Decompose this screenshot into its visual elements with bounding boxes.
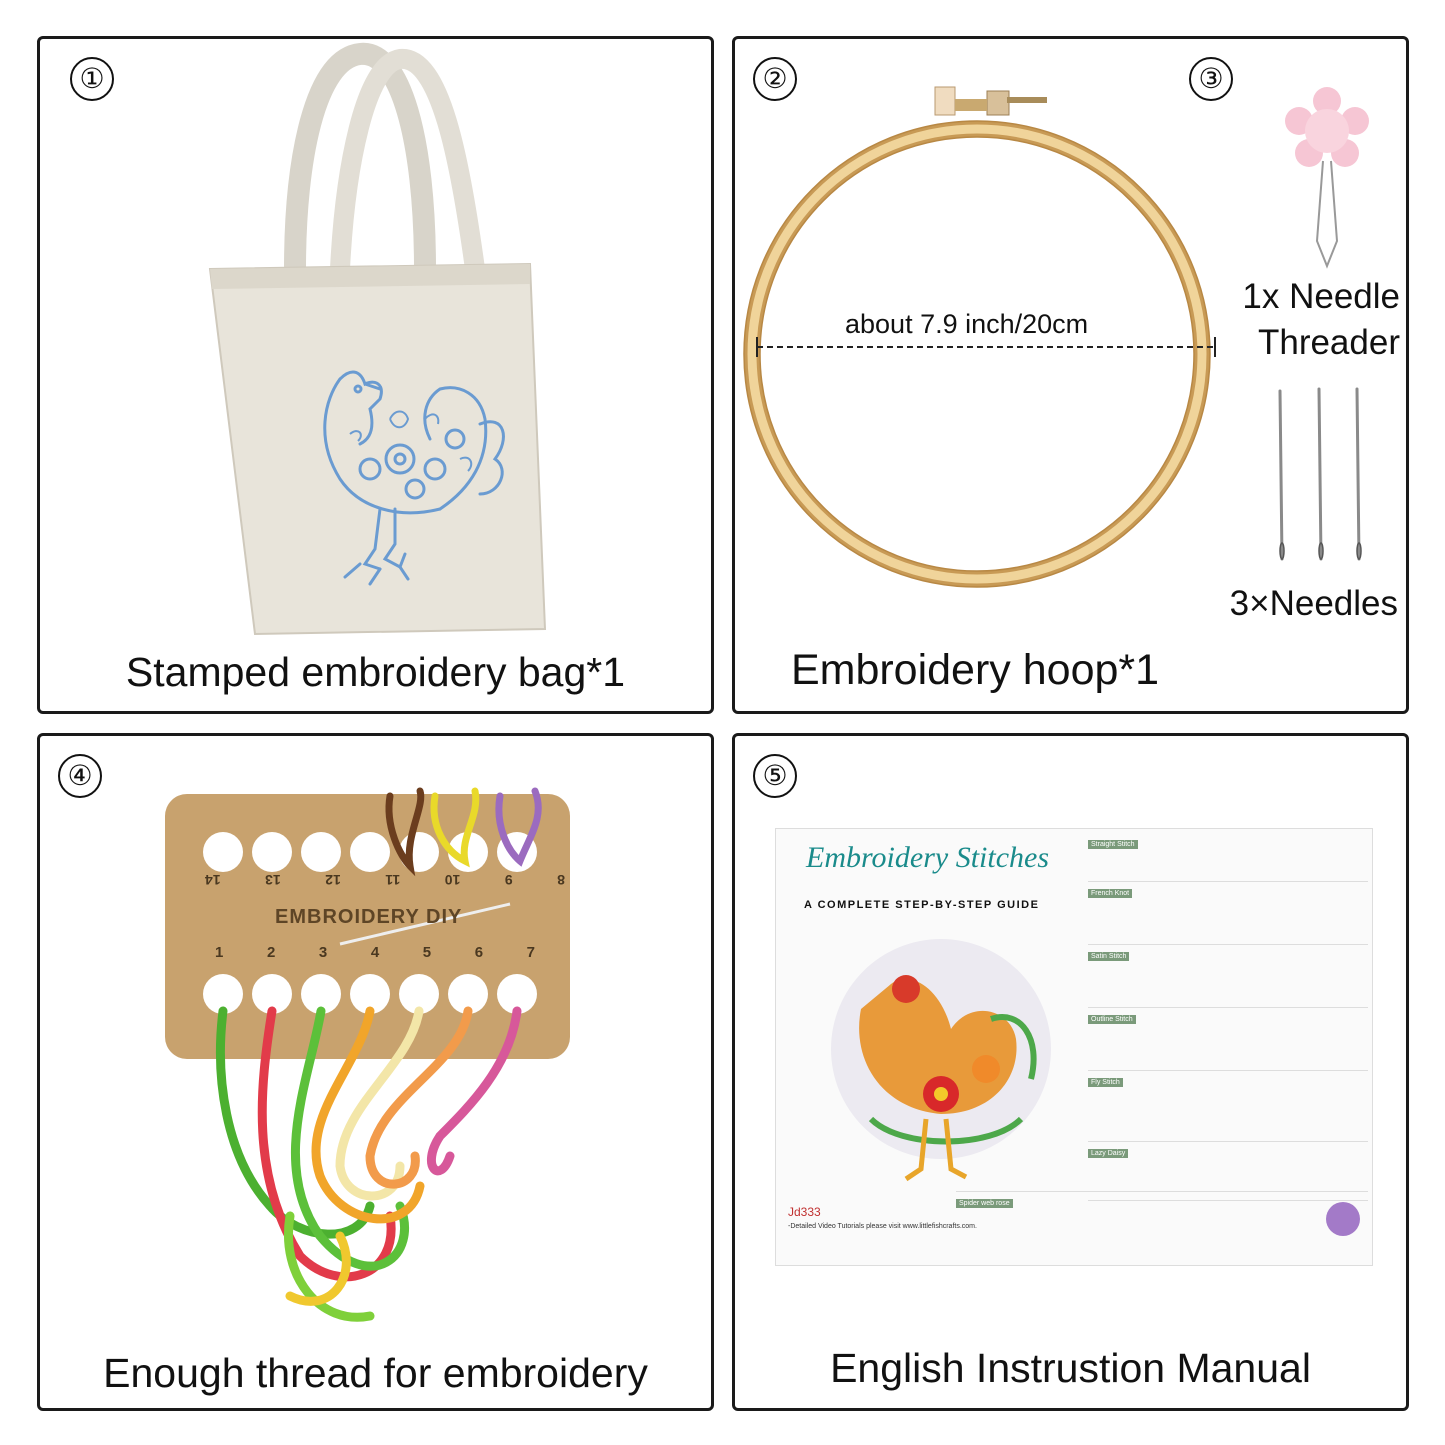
card-number: 11 (385, 872, 401, 888)
hoop-panel: ② ③ about 7.9 inch/20cm 1x Needle Thread… (732, 36, 1409, 714)
manual-footer: -Detailed Video Tutorials please visit w… (788, 1223, 977, 1230)
card-top-numbers: 8 9 10 11 12 13 14 (205, 872, 565, 888)
hoop-measure-label: about 7.9 inch/20cm (845, 309, 1089, 339)
manual-subtitle: A COMPLETE STEP-BY-STEP GUIDE (804, 899, 1040, 911)
section-label: Fly Stitch (1088, 1078, 1123, 1087)
section-label: Lazy Daisy (1088, 1149, 1129, 1158)
card-number: 14 (205, 872, 221, 888)
spider-web-section: Spider web rose (956, 1191, 1368, 1262)
panel-number-4: ④ (58, 754, 102, 798)
thread-panel: ④ EMBROIDERY DIY (37, 733, 714, 1411)
embroidery-hoop-image (743, 86, 1216, 588)
card-number: 1 (215, 944, 224, 961)
card-number: 4 (370, 944, 380, 961)
panel-number-5: ⑤ (753, 754, 797, 798)
needles-image (1278, 387, 1362, 561)
card-number: 13 (265, 872, 281, 888)
manual-code: Jd333 (788, 1205, 821, 1219)
card-title: EMBROIDERY DIY (275, 906, 463, 928)
card-number: 8 (557, 872, 565, 888)
thread-caption: Enough thread for embroidery (103, 1350, 648, 1396)
bag-caption: Stamped embroidery bag*1 (125, 649, 626, 695)
card-number: 9 (504, 872, 513, 888)
needle-threader-label: 1x Needle Threader (1242, 277, 1400, 362)
card-number: 7 (526, 944, 535, 961)
section-label: Spider web rose (956, 1199, 1013, 1208)
manual-title: Embroidery Stitches (806, 841, 1050, 874)
rooster-illustration (831, 939, 1051, 1182)
bag-panel: ① Stamped embroidery bag* (37, 36, 714, 714)
panel-number-2: ② (753, 57, 797, 101)
panel-number-1: ① (70, 57, 114, 101)
spider-web-rose-sample (1326, 1202, 1360, 1236)
thread-card-image (165, 787, 570, 1322)
manual-image: Embroidery Stitches A COMPLETE STEP-BY-S… (775, 828, 1373, 1266)
section-label: Outline Stitch (1088, 1015, 1136, 1024)
panel-number-3: ③ (1189, 57, 1233, 101)
manual-steps: Straight Stitch French Knot Satin Stitch… (1088, 833, 1368, 1201)
card-bottom-numbers: 1 2 3 4 5 6 7 (215, 944, 535, 961)
section-label: French Knot (1088, 889, 1133, 898)
hoop-caption: Embroidery hoop*1 (790, 646, 1160, 694)
card-number: 5 (422, 944, 432, 961)
card-number: 2 (266, 944, 276, 961)
needle-threader-image (1285, 87, 1369, 269)
card-number: 6 (474, 944, 484, 961)
manual-caption: English Instrustion Manual (830, 1345, 1311, 1391)
card-number: 10 (444, 872, 461, 888)
manual-panel: ⑤ Embroidery Stitches A COMPLETE STEP-BY… (732, 733, 1409, 1411)
needles-label: 3×Needles (1229, 584, 1398, 623)
card-number: 12 (325, 872, 341, 888)
card-number: 3 (318, 944, 328, 961)
section-label: Straight Stitch (1088, 840, 1138, 849)
tote-bag-image (208, 42, 547, 636)
section-label: Satin Stitch (1088, 952, 1130, 961)
